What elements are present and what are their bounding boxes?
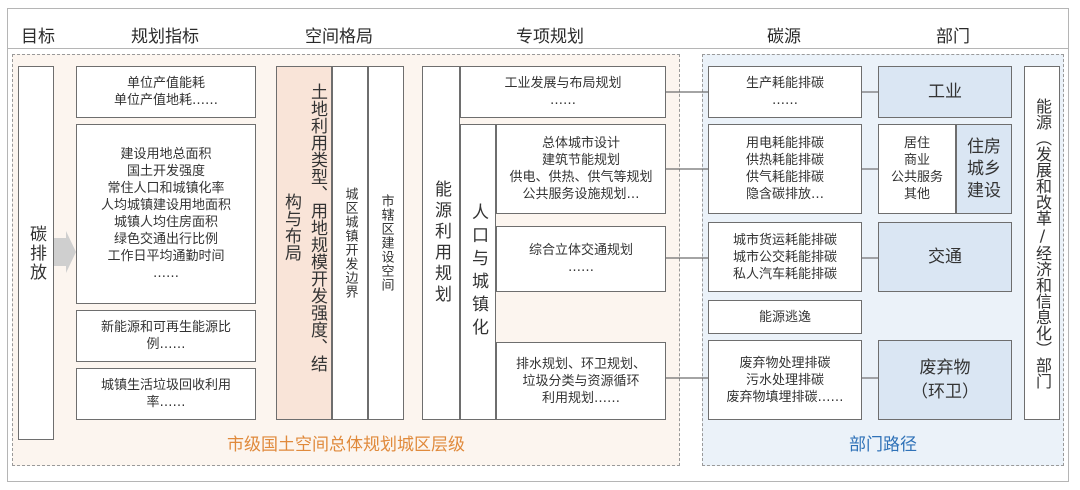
outer-frame	[7, 8, 1069, 482]
spatial-col1a: 开发强度、结构与布局	[281, 193, 327, 372]
population-urbanization: 人口与城镇化	[460, 124, 496, 420]
source-fugitive: 能源逃逸	[708, 300, 862, 334]
dept-building-types: 居住 商业 公共服务 其他	[878, 124, 956, 214]
header-special: 专项规划	[516, 26, 584, 47]
source-transport: 城市货运耗能排碳 城市公交耗能排碳 私人汽车耗能排碳	[708, 222, 862, 292]
target-label: 碳排放	[26, 224, 46, 282]
header-carbon-source: 碳源	[767, 26, 801, 47]
dept-waste: 废弃物 （环卫）	[878, 340, 1012, 420]
energy-use-plan: 能源利用规划	[422, 66, 460, 420]
plan-waste: 排水规划、环卫规划、 垃圾分类与资源循环 利用规划……	[496, 342, 666, 420]
region-left-label: 市级国土空间总体规划城区层级	[227, 435, 465, 455]
source-production: 生产耗能排碳 ……	[708, 66, 862, 118]
spatial-col3: 市辖区建设空间	[378, 194, 394, 292]
spatial-district-space: 市辖区建设空间	[368, 66, 404, 420]
dept-energy-label: 能源（发展和改革/经济和信息化）部门	[1033, 97, 1052, 389]
indicator-energy-land: 单位产值能耗 单位产值地耗……	[76, 66, 256, 118]
source-waste: 废弃物处理排碳 污水处理排碳 废弃物填埋排碳……	[708, 340, 862, 420]
dept-housing: 住房城乡建设	[956, 124, 1012, 214]
indicator-renewable: 新能源和可再生能源比例……	[76, 310, 256, 362]
header-target: 目标	[21, 26, 55, 47]
header-indicators: 规划指标	[131, 26, 199, 47]
spatial-land-use-label: 土地利用类型、用地规模开发强度、结构与布局	[278, 77, 330, 377]
dept-energy: 能源（发展和改革/经济和信息化）部门	[1024, 66, 1060, 420]
source-building: 用电耗能排碳 供热耗能排碳 供气耗能排碳 隐含碳排放…	[708, 124, 862, 214]
spatial-col1b: 土地利用类型、用地规模	[307, 82, 327, 270]
plan-industry: 工业发展与布局规划 ……	[460, 66, 666, 118]
indicator-waste-recycling: 城镇生活垃圾回收利用率……	[76, 368, 256, 420]
spatial-development-boundary: 城区城镇开发边界	[332, 66, 368, 420]
header-divider	[8, 48, 1068, 49]
spatial-land-use: 土地利用类型、用地规模开发强度、结构与布局	[276, 66, 332, 420]
population-urbanization-label: 人口与城镇化	[468, 203, 488, 341]
plan-urban-design: 总体城市设计 建筑节能规划 供电、供热、供气等规划 公共服务设施规划…	[496, 124, 666, 214]
indicator-land-population: 建设用地总面积 国土开发强度 常住人口和城镇化率 人均城镇建设用地面积 城镇人均…	[76, 124, 256, 304]
energy-use-label: 能源利用规划	[431, 180, 451, 306]
header-department: 部门	[936, 26, 970, 47]
header-spatial: 空间格局	[305, 26, 373, 47]
spatial-col2: 城区城镇开发边界	[342, 187, 358, 299]
target-carbon-emission: 碳排放	[18, 66, 54, 440]
region-right-label: 部门路径	[849, 435, 917, 455]
dept-industry: 工业	[878, 66, 1012, 118]
plan-transport: 综合立体交通规划 ……	[496, 226, 666, 292]
dept-transport: 交通	[878, 222, 1012, 292]
